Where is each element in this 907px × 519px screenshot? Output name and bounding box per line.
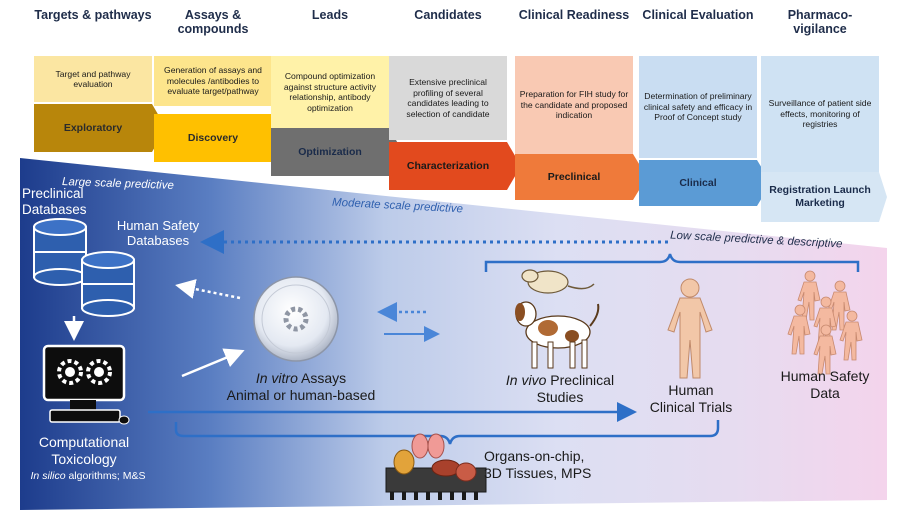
stage-box-3 <box>271 56 389 132</box>
stage-phase-arrow-5 <box>515 154 647 200</box>
stage-title-5: Clinical Readiness <box>518 8 630 22</box>
in-vitro-line1: In vitro Assays <box>226 370 376 387</box>
stage-title-6: Clinical Evaluation <box>642 8 754 22</box>
in-vivo-line1: In vivo Preclinical <box>490 372 630 389</box>
stage-phase-arrow-7 <box>761 172 887 222</box>
stage-phase-arrow-2 <box>154 114 286 162</box>
in-vivo-rest: Preclinical <box>546 372 615 388</box>
clinical-trials-label: Human Clinical Trials <box>636 382 746 416</box>
organs-line1: Organs-on-chip, <box>484 448 585 464</box>
organs-on-chip-icon <box>385 433 487 500</box>
stage-phase-arrow-4 <box>389 142 521 190</box>
organs-line2: 3D Tissues, MPS <box>484 465 592 481</box>
petri-dish-icon <box>253 276 339 362</box>
in-vivo-italic: In vivo <box>505 372 547 388</box>
stage-phase-arrow-1 <box>34 104 166 152</box>
stage-phase-label-3: Optimization <box>298 145 362 158</box>
low-scale-brace <box>484 253 860 272</box>
stage-box-7 <box>761 56 879 180</box>
stage-title-1: Targets & pathways <box>34 8 152 22</box>
human-safety-data-line2: Data <box>810 385 840 401</box>
in-vitro-italic: In vitro <box>255 370 298 386</box>
clinical-trials-line2: Clinical Trials <box>649 399 733 415</box>
stage-phase-label-1: Exploratory <box>63 121 123 134</box>
in-vivo-line2: Studies <box>536 389 584 405</box>
human-safety-databases-label: Human Safety Databases <box>116 218 200 248</box>
stage-phase-arrow-3 <box>271 128 403 176</box>
stage-phase-label-4: Characterization <box>406 159 490 172</box>
stage-phase-arrow-6 <box>639 160 771 206</box>
in-vitro-label: In vitro Assays Animal or human-based <box>226 370 376 404</box>
invitro-to-database-dotted-arrow <box>175 279 241 300</box>
in-silico-rest: algorithms; M&S <box>65 470 146 482</box>
organs-brace <box>174 420 720 445</box>
organs-on-chip-label: Organs-on-chip, 3D Tissues, MPS <box>484 448 624 482</box>
stage-shapes <box>34 56 887 222</box>
human-safety-database-icon <box>81 251 135 317</box>
preclinical-database-icon <box>33 218 87 286</box>
human-crowd-icon <box>787 270 863 375</box>
stage-description-4: Extensive preclinical profiling of sever… <box>406 77 490 119</box>
stage-description-7: Surveillance of patient side effects, mo… <box>768 98 872 130</box>
stage-phase-label-7: Registration Launch Marketing <box>769 184 871 209</box>
stage-box-2 <box>154 56 272 106</box>
human-safety-data-label: Human Safety Data <box>770 368 880 402</box>
stage-phase-label-6: Clinical <box>679 176 717 189</box>
in-vitro-line2: Animal or human-based <box>226 387 376 403</box>
human-figure-icon <box>667 278 713 379</box>
in-silico-italic: In silico <box>30 470 66 482</box>
stage-phase-label-5: Preclinical <box>547 170 601 183</box>
stage-description-1: Target and pathway evaluation <box>55 68 131 90</box>
stage-description-2: Generation of assays and molecules /anti… <box>164 65 262 97</box>
stage-title-4: Candidates <box>414 8 482 22</box>
human-safety-data-line1: Human Safety <box>780 368 870 384</box>
clinical-trials-line1: Human <box>668 382 714 398</box>
in-vivo-label: In vivo Preclinical Studies <box>490 372 630 406</box>
predictive-wedge <box>20 158 887 510</box>
stage-title-2: Assays & compounds <box>177 8 249 36</box>
stage-box-1 <box>34 56 152 102</box>
stage-description-3: Compound optimization against structure … <box>283 71 377 113</box>
stage-description-5: Preparation for FIH study for the candid… <box>519 89 629 121</box>
stage-box-4 <box>389 56 507 140</box>
stage-box-5 <box>515 56 633 162</box>
in-silico-label: In silico algorithms; M&S <box>8 470 168 482</box>
computer-to-invitro-arrow <box>181 348 245 378</box>
dog-icon <box>515 301 600 369</box>
computer-gear-icon <box>42 344 130 425</box>
computational-toxicology-label: Computational Toxicology <box>38 434 130 467</box>
stage-box-6 <box>639 56 757 158</box>
rat-icon <box>521 269 595 294</box>
in-vitro-rest: Assays <box>297 370 347 386</box>
stage-title-3: Leads <box>311 8 349 22</box>
stage-description-6: Determination of preliminary clinical sa… <box>643 91 753 123</box>
stage-phase-label-2: Discovery <box>187 131 239 144</box>
stage-title-7: Pharmaco-vigilance <box>787 8 853 36</box>
preclinical-databases-label: Preclinical Databases <box>22 186 87 217</box>
